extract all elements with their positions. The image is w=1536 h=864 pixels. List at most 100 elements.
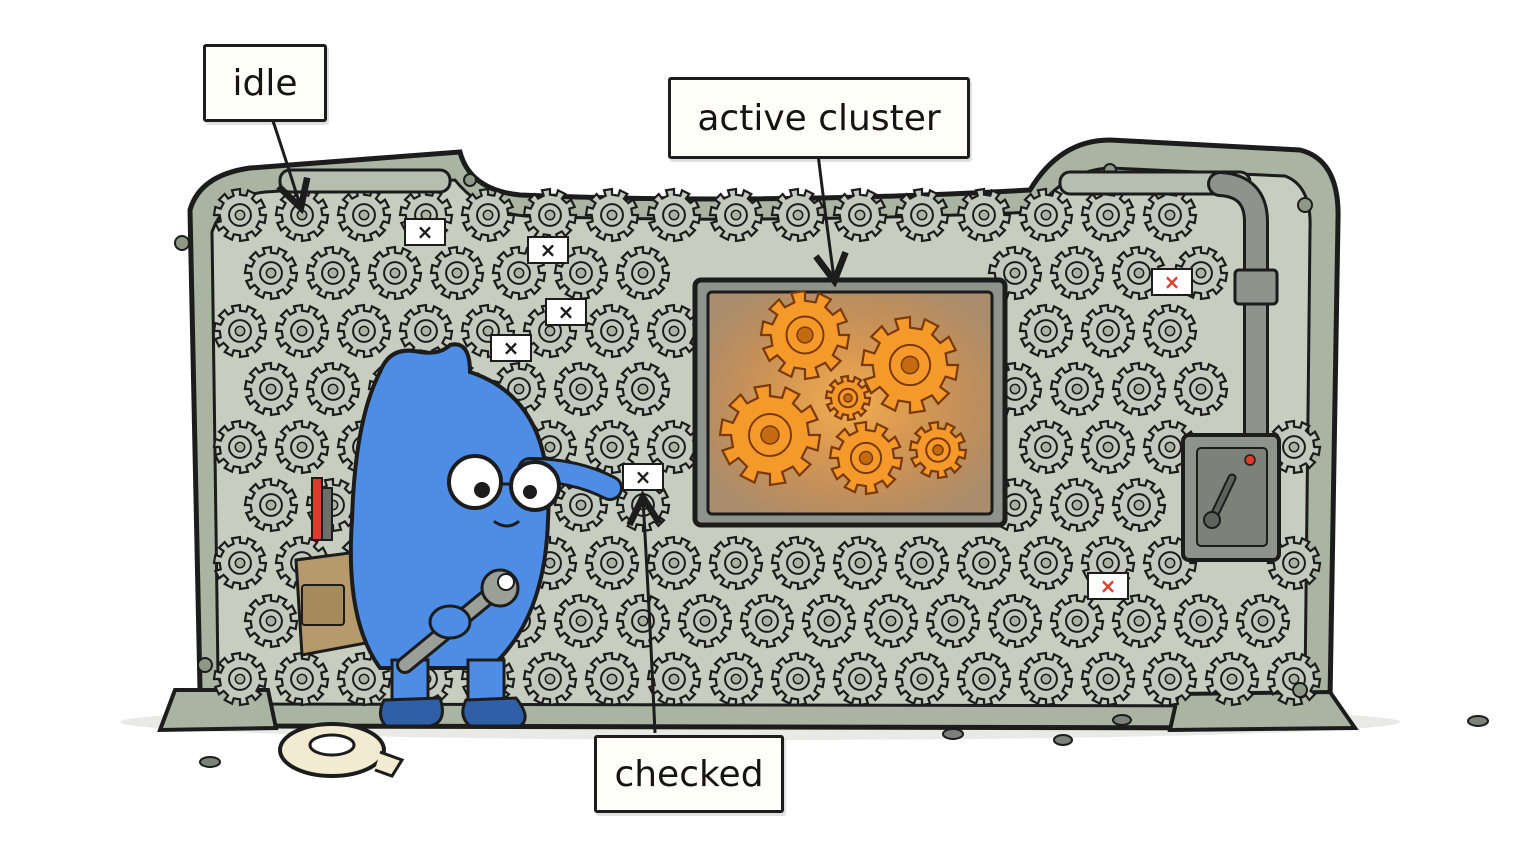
- gear-icon: [243, 361, 299, 417]
- gear-icon: [212, 187, 268, 243]
- gear-icon: [584, 419, 640, 475]
- svg-text:×: ×: [417, 220, 434, 244]
- gear-icon: [718, 383, 822, 487]
- gear-icon: [584, 187, 640, 243]
- gear-icon: [759, 289, 851, 381]
- gear-icon: [863, 593, 919, 649]
- gear-icon: [367, 245, 423, 301]
- svg-text:×: ×: [1164, 270, 1181, 294]
- gear-icon: [925, 593, 981, 649]
- gear-icon: [1173, 361, 1229, 417]
- gear-icon: [615, 245, 671, 301]
- gear-icon: [212, 303, 268, 359]
- gear-icon: [212, 419, 268, 475]
- gear-icon: [615, 593, 671, 649]
- gear-icon: [1080, 419, 1136, 475]
- gear-icon: [1018, 187, 1074, 243]
- gear-icon: [212, 535, 268, 591]
- gear-icon: [646, 419, 702, 475]
- gear-icon: [274, 419, 330, 475]
- gear-icon: [522, 187, 578, 243]
- gear-icon: [646, 303, 702, 359]
- gear-icon: [584, 535, 640, 591]
- gear-icon: [646, 651, 702, 707]
- svg-text:×: ×: [635, 465, 652, 489]
- gear-icon: [646, 535, 702, 591]
- gear-icon: [956, 651, 1012, 707]
- mascot: [294, 342, 623, 728]
- gear-icon: [894, 651, 950, 707]
- x-tag-icon: ×: [1087, 572, 1129, 600]
- gear-icon: [1142, 187, 1198, 243]
- gear-icon: [956, 535, 1012, 591]
- scattered-washers: [199, 714, 1489, 768]
- gear-icon: [274, 303, 330, 359]
- active-gears: [718, 289, 968, 496]
- gear-icon: [1080, 303, 1136, 359]
- svg-text:×: ×: [558, 300, 575, 324]
- gear-icon: [860, 315, 960, 415]
- gear-icon: [1049, 477, 1105, 533]
- gear-icon: [336, 187, 392, 243]
- gear-icon: [1049, 245, 1105, 301]
- gear-icon: [801, 593, 857, 649]
- arrow-active-cluster: [818, 153, 834, 278]
- active-cluster-label: active cluster: [668, 77, 970, 159]
- gear-icon: [828, 420, 904, 496]
- gear-icon: [1142, 651, 1198, 707]
- gear-icon: [1111, 361, 1167, 417]
- gear-icon: [894, 535, 950, 591]
- gear-icon: [1018, 303, 1074, 359]
- side-pipe: [1207, 171, 1279, 453]
- x-tag-icon: ×: [545, 298, 587, 326]
- gear-icon: [956, 187, 1012, 243]
- gear-icon: [615, 361, 671, 417]
- gear-icon: [908, 420, 968, 480]
- top-pipe: [278, 168, 1252, 196]
- svg-text:×: ×: [503, 336, 520, 360]
- gear-icon: [1018, 419, 1074, 475]
- x-tag-icon: ×: [1151, 268, 1193, 296]
- gear-icon: [398, 303, 454, 359]
- gear-icon: [770, 187, 826, 243]
- gear-icon: [770, 535, 826, 591]
- gear-icon: [1080, 187, 1136, 243]
- gear-icon: [739, 593, 795, 649]
- gear-icon: [832, 187, 888, 243]
- x-tag-icon: ×: [490, 334, 532, 362]
- gear-icon: [429, 245, 485, 301]
- gear-icon: [708, 535, 764, 591]
- x-tag-icon: ×: [404, 218, 446, 246]
- svg-text:×: ×: [1100, 574, 1117, 598]
- gear-icon: [336, 303, 392, 359]
- gear-icon: [646, 187, 702, 243]
- gear-icon: [824, 374, 872, 422]
- gear-icon: [305, 245, 361, 301]
- svg-text:×: ×: [540, 238, 557, 262]
- gear-icon: [1018, 651, 1074, 707]
- gear-icon: [553, 361, 609, 417]
- gear-icon: [1080, 651, 1136, 707]
- idle-label: idle: [203, 44, 327, 122]
- gear-icon: [553, 593, 609, 649]
- gear-icon: [274, 651, 330, 707]
- gear-icon: [1018, 535, 1074, 591]
- gear-icon: [708, 187, 764, 243]
- gear-icon: [1111, 593, 1167, 649]
- checked-label: checked: [594, 735, 784, 813]
- gear-icon: [1204, 651, 1260, 707]
- gear-icon: [1173, 593, 1229, 649]
- gear-icon: [243, 593, 299, 649]
- checked-tags: × × × × × × ×: [404, 218, 1193, 600]
- gear-icon: [243, 477, 299, 533]
- gear-icon: [460, 187, 516, 243]
- gear-icon: [522, 651, 578, 707]
- x-tag-icon: ×: [527, 236, 569, 264]
- gear-icon: [832, 535, 888, 591]
- gear-icon: [1111, 477, 1167, 533]
- gear-icon: [212, 651, 268, 707]
- gear-icon: [987, 593, 1043, 649]
- gear-icon: [1235, 593, 1291, 649]
- x-tag-icon: ×: [622, 463, 664, 491]
- gear-icon: [584, 651, 640, 707]
